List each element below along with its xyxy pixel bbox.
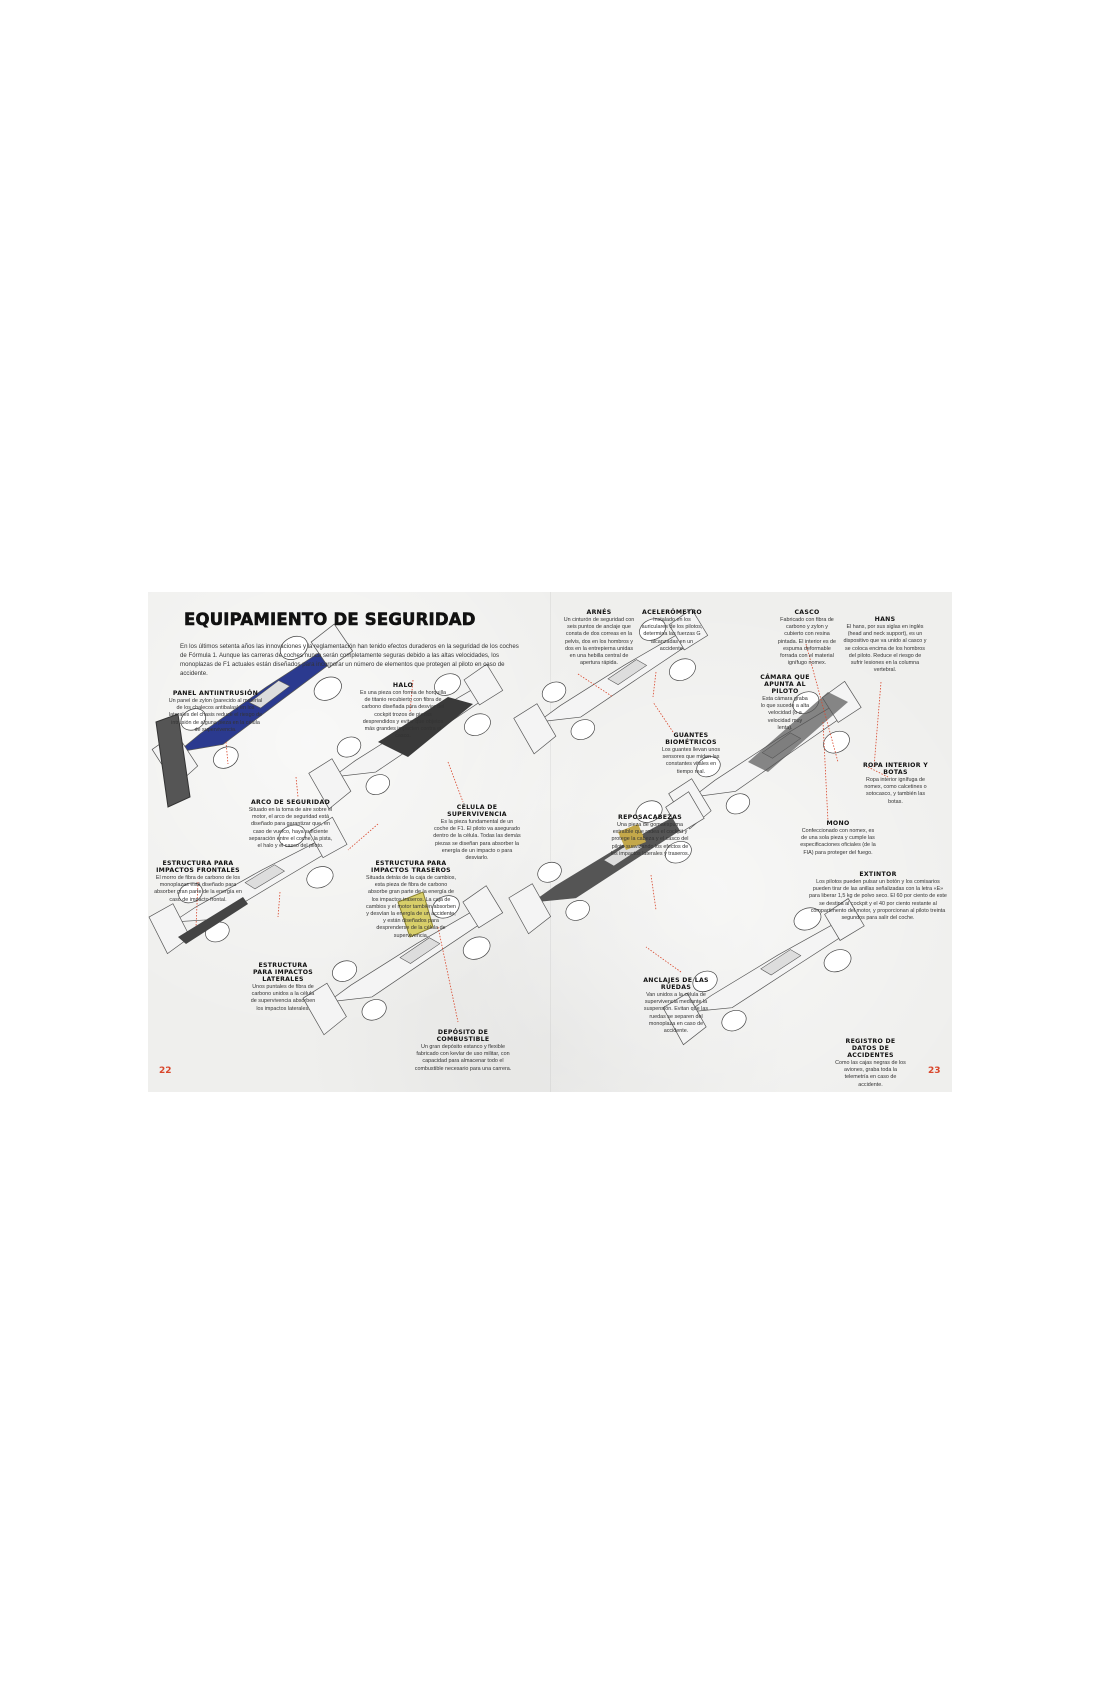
callout-heading: GUANTES BIOMÉTRICOS — [665, 732, 717, 746]
book-spread: EQUIPAMIENTO DE SEGURIDAD En los últimos… — [148, 592, 952, 1092]
callout-heading: CASCO — [794, 609, 820, 616]
callout-text: Van unidos a la célula de supervivencia … — [643, 992, 709, 1035]
callout-heading: EXTINTOR — [859, 871, 897, 878]
front-wing-redbull — [155, 713, 191, 808]
callout-heading: ARNÉS — [586, 609, 612, 616]
callout-text: Ropa interior ignífuga de nomex, como ca… — [864, 777, 927, 805]
callout-text: Esta cámara graba lo que sucede a alta v… — [760, 696, 810, 731]
callout-text: Como las cajas negras de los aviones, gr… — [835, 1060, 906, 1088]
gutter — [550, 592, 551, 1092]
callout-text: Un gran depósito estanco y flexible fabr… — [414, 1044, 512, 1072]
intro-paragraph: En los últimos setenta años las innovaci… — [180, 643, 519, 677]
callout-heading: ESTRUCTURA PARA IMPACTOS FRONTALES — [156, 860, 240, 874]
callout-heading: ROPA INTERIOR Y BOTAS — [862, 762, 929, 776]
callout-text: Es la pieza fundamental de un coche de F… — [433, 819, 521, 862]
callout-heading: REGISTRO DE DATOS DE ACCIDENTES — [845, 1038, 896, 1059]
survival-cell — [378, 697, 473, 757]
page-number-right: 23 — [928, 1066, 941, 1076]
callout-heading: ANCLAJES DE LAS RUEDAS — [643, 977, 709, 991]
callout-text: Confeccionado con nomex, es de una sola … — [800, 828, 876, 856]
chassis-detail — [748, 692, 848, 772]
callout-text: Un cinturón de seguridad con seis puntos… — [563, 617, 635, 667]
callout-heading: ESTRUCTURA PARA IMPACTOS TRASEROS — [371, 860, 451, 874]
callout-text: El hans, por sus siglas en inglés (head … — [843, 624, 927, 674]
callout-heading: HALO — [392, 682, 414, 689]
callout-text: Situado en la toma de aire sobre el moto… — [248, 807, 333, 850]
callout-heading: REPOSACABEZAS — [618, 814, 682, 821]
callout-text: Un panel de zylon (parecido al material … — [168, 698, 263, 733]
page-title: EQUIPAMIENTO DE SEGURIDAD — [184, 610, 476, 630]
callout-heading: MONO — [826, 820, 850, 827]
callout-text: Los pilotos pueden pulsar un botón y los… — [809, 879, 947, 922]
callout-text: Fabricado con fibra de carbono y zylon y… — [777, 617, 837, 667]
callout-text: Los guantes llevan unos sensores que mid… — [661, 747, 721, 775]
callout-text: Situada detrás de la caja de cambios, es… — [366, 875, 456, 939]
page-number-left: 22 — [159, 1066, 172, 1076]
fuel-tank — [397, 891, 434, 938]
car-headrest — [495, 782, 722, 943]
callout-text: El morro de fibra de carbono de los mono… — [154, 875, 242, 903]
callout-text: Una pieza de gomaespuma extraíble que ro… — [610, 822, 690, 857]
leader-lines — [195, 643, 889, 1023]
callout-heading: CÉLULA DE SUPERVIVENCIA — [447, 804, 507, 818]
headrest — [618, 824, 646, 850]
nose-structure — [178, 897, 248, 944]
car-illustrations — [148, 599, 889, 1055]
callout-heading: PANEL ANTIINTRUSIÓN — [172, 690, 259, 697]
callout-heading: HANS — [874, 616, 896, 623]
callout-text: Es una pieza con forma de horquilla de t… — [359, 690, 446, 740]
callout-heading: ARCO DE SEGURIDAD — [250, 799, 331, 806]
callout-heading: ESTRUCTURA PARA IMPACTOS LATERALES — [252, 962, 314, 983]
callout-heading: ACELERÓMETRO — [642, 609, 702, 616]
callout-text: Instalado en los auriculares de los pilo… — [641, 617, 703, 652]
callout-heading: DEPÓSITO DE COMBUSTIBLE — [436, 1029, 490, 1043]
callout-text: Unos puntales de fibra de carbono unidos… — [250, 984, 316, 1012]
callout-heading: CÁMARA QUE APUNTA AL PILOTO — [760, 674, 810, 695]
